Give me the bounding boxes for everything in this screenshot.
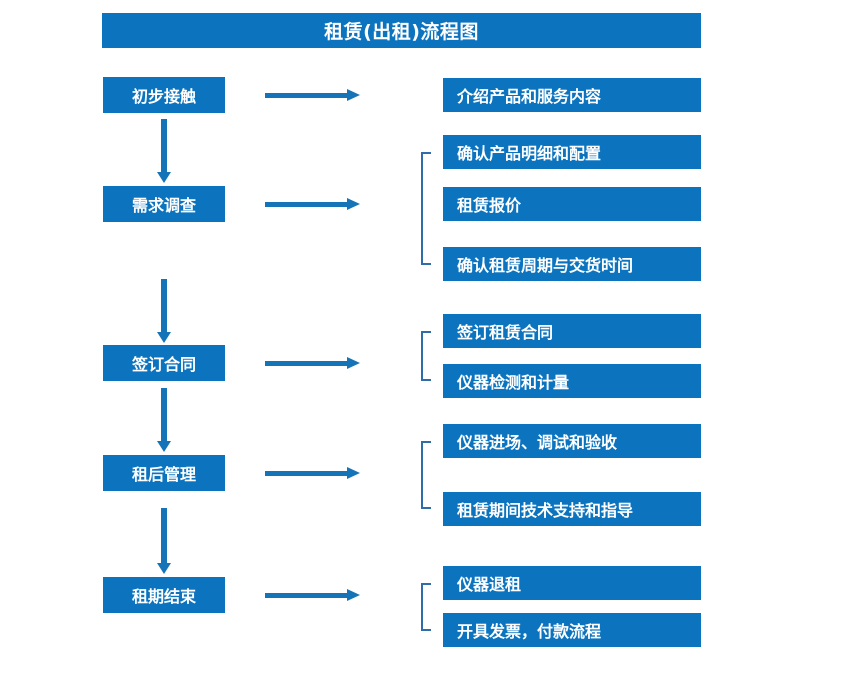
vertical-arrow-1 — [157, 119, 171, 183]
horizontal-arrow-3 — [265, 357, 362, 369]
detail-box-4[interactable]: 确认租赁周期与交货时间 — [443, 247, 701, 281]
detail-box-1[interactable]: 介绍产品和服务内容 — [443, 78, 701, 112]
page-title: 租赁(出租)流程图 — [102, 13, 701, 48]
detail-box-2[interactable]: 确认产品明细和配置 — [443, 135, 701, 169]
stage-box-2[interactable]: 需求调查 — [103, 186, 225, 222]
stage-box-1[interactable]: 初步接触 — [103, 77, 225, 113]
stage-box-4[interactable]: 租后管理 — [103, 455, 225, 491]
vertical-arrow-3 — [157, 388, 171, 452]
group-bracket-4 — [421, 583, 431, 631]
horizontal-arrow-2 — [265, 198, 362, 210]
vertical-arrow-2 — [157, 279, 171, 343]
detail-box-8[interactable]: 租赁期间技术支持和指导 — [443, 492, 701, 526]
horizontal-arrow-5 — [265, 589, 362, 601]
detail-box-5[interactable]: 签订租赁合同 — [443, 314, 701, 348]
detail-box-7[interactable]: 仪器进场、调试和验收 — [443, 424, 701, 458]
detail-box-10[interactable]: 开具发票，付款流程 — [443, 613, 701, 647]
stage-box-5[interactable]: 租期结束 — [103, 577, 225, 613]
detail-box-3[interactable]: 租赁报价 — [443, 187, 701, 221]
group-bracket-1 — [421, 152, 431, 265]
horizontal-arrow-1 — [265, 89, 362, 101]
group-bracket-3 — [421, 441, 431, 509]
detail-box-6[interactable]: 仪器检测和计量 — [443, 364, 701, 398]
vertical-arrow-4 — [157, 508, 171, 574]
stage-box-3[interactable]: 签订合同 — [103, 345, 225, 381]
group-bracket-2 — [421, 331, 431, 381]
detail-box-9[interactable]: 仪器退租 — [443, 566, 701, 600]
horizontal-arrow-4 — [265, 467, 362, 479]
